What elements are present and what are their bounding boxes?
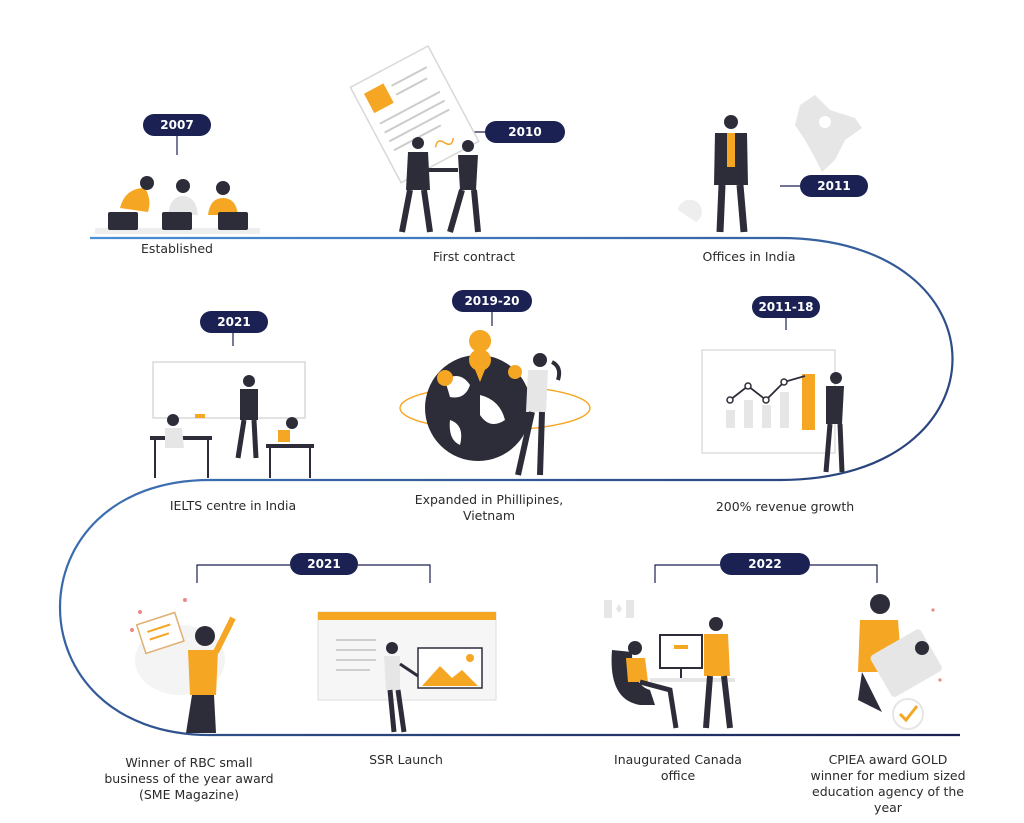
caption-cpiea-award: CPIEA award GOLD winner for medium sized… [810,752,966,815]
canada-office-illustration [604,600,735,729]
ielts-centre-illustration [150,361,314,478]
caption-rbc-award: Winner of RBC small business of the year… [104,755,274,802]
caption-expanded: Expanded in Phillipines, Vietnam [414,492,564,523]
expanded-illustration [399,330,591,476]
year-badge-2007: 2007 [143,114,211,136]
ssr-launch-illustration [317,611,497,733]
award-winner-illustration [130,598,236,733]
caption-first-contract: First contract [432,249,516,264]
year-badge-2010: 2010 [485,121,565,143]
caption-ssr-launch: SSR Launch [369,752,443,767]
caption-revenue-growth: 200% revenue growth [715,499,855,514]
revenue-growth-illustration [701,349,845,473]
timeline-path [58,236,960,737]
year-badge-2011-18: 2011-18 [752,296,820,318]
established-illustration [95,176,260,234]
caption-established: Established [141,241,213,256]
first-contract-illustration [349,45,481,233]
caption-ielts-centre: IELTS centre in India [169,498,297,513]
caption-offices-in-india: Offices in India [702,249,796,264]
cpiea-award-illustration [858,594,942,730]
caption-canada-office: Inaugurated Canada office [614,752,742,783]
year-badge-2019-20: 2019-20 [452,290,532,312]
year-badge-2021-awards: 2021 [290,553,358,575]
year-badge-2011: 2011 [800,175,868,197]
offices-in-india-illustration [678,95,862,233]
year-badge-2022: 2022 [720,553,810,575]
year-badge-2021-ielts: 2021 [200,311,268,333]
